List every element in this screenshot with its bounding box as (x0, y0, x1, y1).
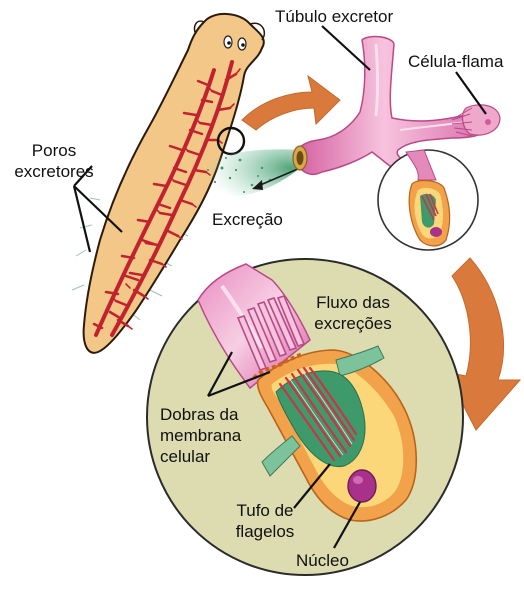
label-fluxo-line2: excreções (314, 314, 392, 333)
planarian-worm (71, 13, 266, 354)
label-poros-line2: excretores (14, 162, 94, 181)
label-celula-flama: Célula-flama (408, 52, 504, 71)
large-magnifier (146, 258, 464, 576)
label-dobras-line2: membrana (160, 426, 242, 445)
label-poros-line1: Poros (31, 141, 77, 160)
label-poros-excretores: Poros excretores (6, 140, 102, 182)
flagella-tuft (278, 366, 358, 462)
magnify-arrow-bottom (445, 257, 522, 431)
label-fluxo-excrecoes: Fluxo das excreções (298, 292, 408, 334)
excretion-spray (205, 149, 301, 196)
flame-cell-small (451, 104, 501, 137)
excretory-network (92, 60, 241, 337)
label-excrecao: Excreção (212, 210, 283, 229)
label-dobras-line3: celular (160, 447, 211, 466)
nucleus (347, 469, 377, 503)
label-tubulo-excretor: Túbulo excretor (275, 7, 394, 26)
membrane-folds (236, 295, 306, 371)
leader-lines (72, 25, 487, 549)
label-tufo-line1: Tufo de (236, 501, 294, 520)
worm-eyes (223, 35, 247, 51)
label-dobras-membrana: Dobras da membrana celular (160, 404, 241, 467)
label-tufo-line2: flagelos (235, 522, 295, 541)
label-fluxo-line1: Fluxo das (316, 293, 390, 312)
small-magnifier (377, 149, 479, 251)
label-tufo-flagelos: Tufo de flagelos (222, 500, 308, 542)
magnify-arrow-top (241, 74, 341, 131)
label-nucleo: Núcleo (296, 551, 349, 570)
label-dobras-line1: Dobras da (160, 405, 239, 424)
